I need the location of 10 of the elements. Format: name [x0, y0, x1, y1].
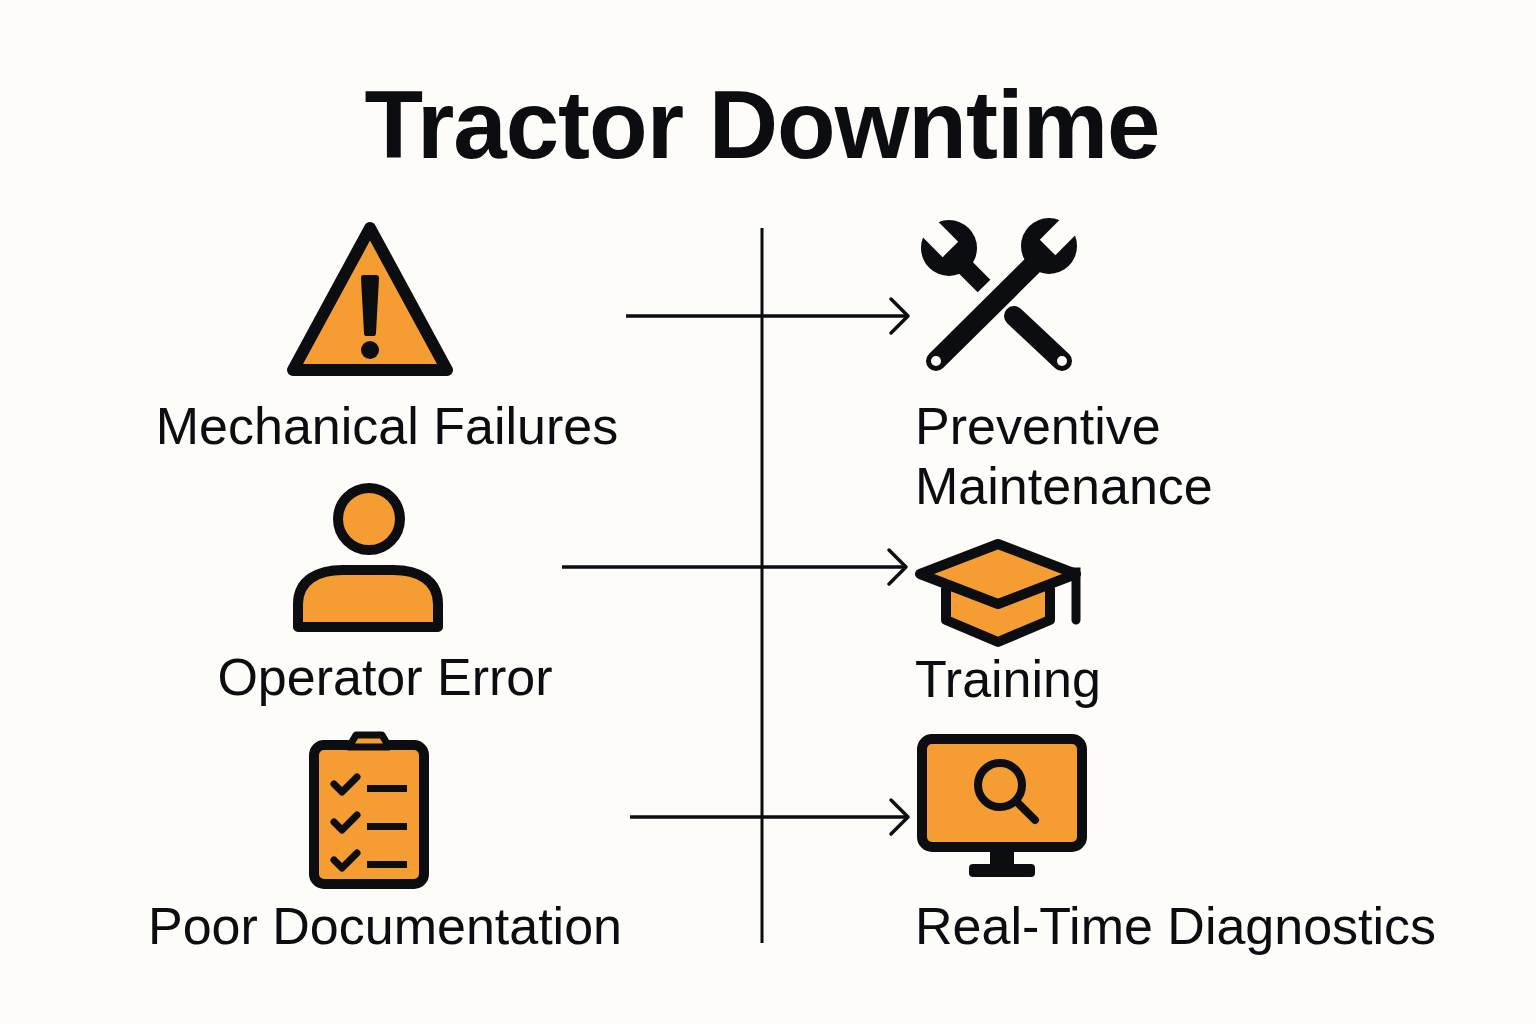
remedy-label: Preventive Maintenance	[915, 396, 1214, 516]
arrow	[626, 297, 910, 335]
cause-label: Operator Error	[216, 647, 554, 707]
arrow	[562, 548, 908, 586]
arrow	[630, 798, 910, 836]
remedy-label: Training	[915, 649, 1102, 709]
remedy-label: Real-Time Diagnostics	[915, 896, 1438, 956]
cause-label: Poor Documentation	[147, 896, 623, 956]
cause-label: Mechanical Failures	[155, 396, 619, 456]
title: Tractor Downtime	[364, 77, 1160, 173]
